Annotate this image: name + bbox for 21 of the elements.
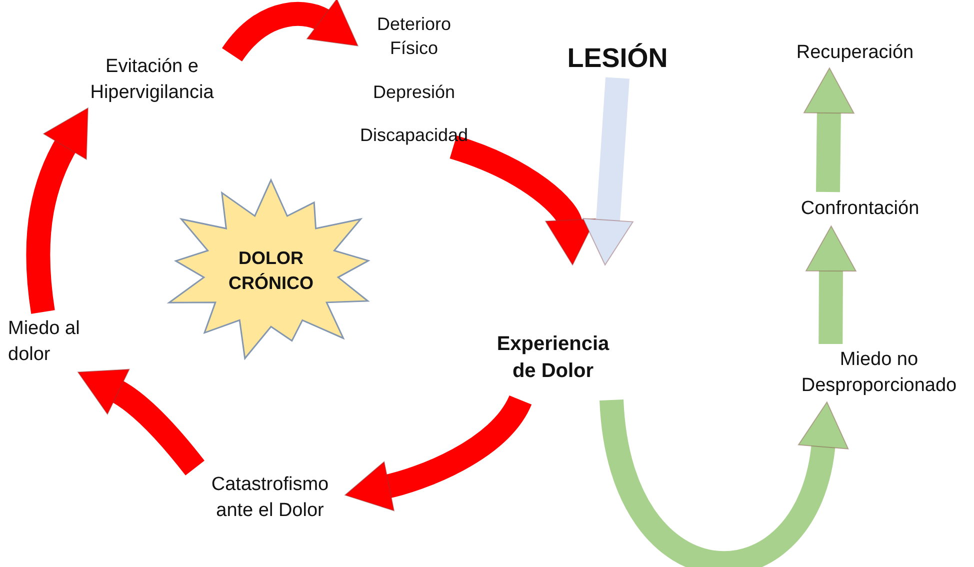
node-label: Recuperación [795,41,915,66]
arrow [582,77,634,266]
node-label: DOLOR CRÓNICO [228,247,314,294]
node-label: Miedo al dolor [8,317,81,367]
arrow [805,226,856,344]
node-label: Discapacidad [358,124,470,147]
arrow [26,106,88,314]
node-label: Experiencia de Dolor [496,332,610,384]
node-label: Depresión [372,80,456,104]
node-label: Deterioro Físico [376,13,452,60]
node-label: Catastrofismo ante el Dolor [210,473,330,523]
arrow [449,136,594,264]
arrow [78,369,204,476]
arrow [344,394,532,511]
arrow [222,0,360,62]
arrow [600,398,848,567]
node-label: Confrontación [800,197,920,222]
heading-text: LESIÓN [566,42,669,75]
node-label: Miedo no Desproporcionado [800,348,958,398]
arrow [803,68,854,192]
node-label: Evitación e Hipervigilancia [89,55,215,105]
